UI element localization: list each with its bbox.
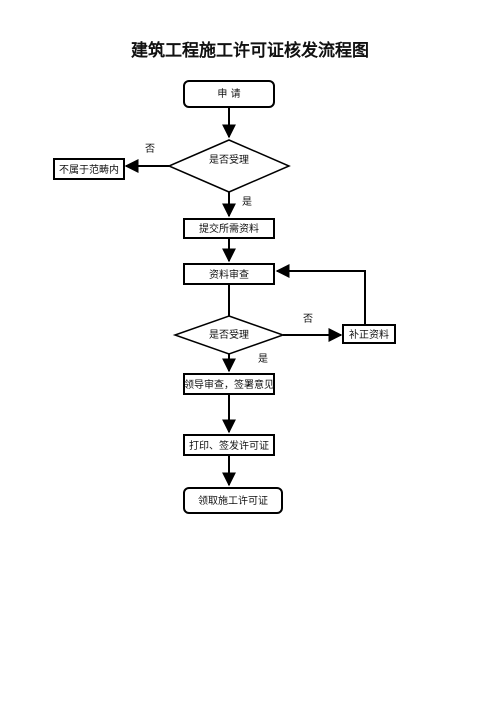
node-submit-materials-label: 提交所需资料 [199, 222, 259, 235]
node-apply: 申 请 [183, 80, 275, 108]
node-accept-2-label: 是否受理 [209, 329, 249, 341]
node-out-of-scope-label: 不属于范畴内 [59, 163, 119, 176]
node-supplement: 补正资料 [342, 324, 396, 344]
page-title: 建筑工程施工许可证核发流程图 [131, 41, 369, 61]
node-leader-review-label: 领导审查，签署意见 [184, 378, 274, 391]
node-accept-2: 是否受理 [172, 315, 286, 355]
node-print-issue: 打印、签发许可证 [183, 434, 275, 456]
edge-supplement-to-review [275, 264, 366, 325]
edge-label-no-1: 否 [145, 143, 155, 155]
node-accept-1-label: 是否受理 [209, 154, 249, 166]
edge-label-no-2: 否 [303, 313, 313, 325]
node-supplement-label: 补正资料 [349, 328, 389, 341]
node-apply-label: 申 请 [217, 87, 240, 100]
node-leader-review: 领导审查，签署意见 [183, 373, 275, 395]
node-out-of-scope: 不属于范畴内 [53, 158, 125, 180]
edge-label-yes-1: 是 [242, 196, 252, 208]
node-receive-permit-label: 领取施工许可证 [198, 494, 268, 507]
node-review-materials-label: 资料审查 [209, 268, 249, 281]
node-receive-permit: 领取施工许可证 [183, 487, 283, 514]
node-review-materials: 资料审查 [183, 263, 275, 285]
edge-label-yes-2: 是 [258, 353, 268, 365]
node-print-issue-label: 打印、签发许可证 [189, 439, 269, 452]
node-submit-materials: 提交所需资料 [183, 218, 275, 239]
node-accept-1: 是否受理 [167, 139, 291, 193]
